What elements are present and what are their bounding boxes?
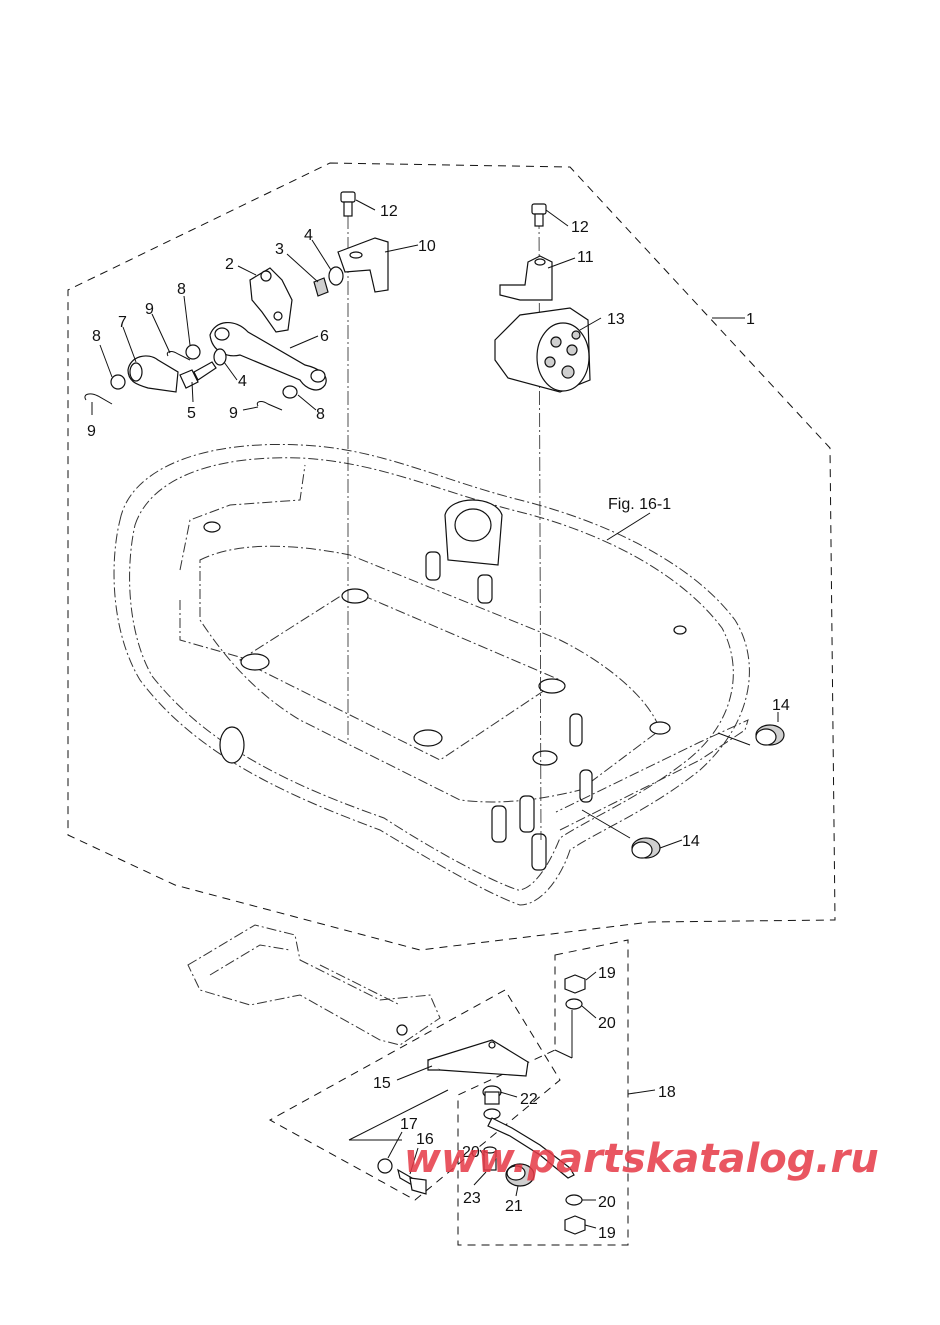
leader-lines: [91, 199, 779, 1229]
bushing-21: [505, 1163, 535, 1187]
bracket-10: [337, 237, 389, 293]
washer-20c: [565, 1194, 583, 1206]
callout-15: 15: [373, 1075, 391, 1092]
callout-23: 23: [463, 1190, 481, 1207]
figure-ref-leader: [606, 512, 651, 541]
link-rod-6: [209, 322, 327, 391]
washer-17: [377, 1158, 393, 1174]
callout-20a: 20: [598, 1015, 616, 1032]
bottom-cowling: [113, 443, 750, 906]
bracket-15: [427, 1039, 529, 1077]
washer-20a: [565, 998, 583, 1010]
figure-ref-label: Fig. 16-1: [608, 496, 671, 513]
callout-14a: 14: [772, 697, 790, 714]
washer-8c: [282, 385, 298, 399]
callout-4a: 4: [304, 227, 313, 244]
bolt-12a: [340, 191, 356, 217]
washer-4b: [213, 348, 227, 366]
callout-19a: 19: [598, 965, 616, 982]
callout-18: 18: [658, 1084, 676, 1101]
callout-22: 22: [520, 1091, 538, 1108]
callout-11: 11: [577, 249, 594, 266]
assembly-18-boundary: [457, 939, 629, 1246]
cotter-pin-9c: [256, 401, 283, 411]
callout-7: 7: [118, 314, 127, 331]
callout-4b: 4: [238, 373, 247, 390]
callout-9c: 9: [229, 405, 238, 422]
cotter-pin-9b: [166, 351, 191, 361]
callout-21: 21: [505, 1198, 523, 1215]
callout-14b: 14: [682, 833, 700, 850]
callout-13: 13: [607, 311, 625, 328]
callout-9b: 9: [87, 423, 96, 440]
grommet-22: [482, 1085, 502, 1105]
bracket-boundary: [268, 989, 561, 1201]
collar-3: [313, 277, 329, 297]
callout-8b: 8: [92, 328, 101, 345]
nut-19b: [564, 1215, 586, 1235]
callout-17: 17: [400, 1116, 418, 1133]
callout-8c: 8: [316, 406, 325, 423]
callout-10: 10: [418, 238, 436, 255]
callout-12b: 12: [571, 219, 589, 236]
callout-3: 3: [275, 241, 284, 258]
cotter-pin-9a: [84, 393, 113, 405]
grommet-14a: [755, 724, 785, 746]
washer-8b: [110, 374, 126, 390]
callouts: 1 2 3 4 4 5 6 7 8 8 8 9 9 9 10 11 12 12 …: [87, 203, 790, 1242]
centerline-12b: [538, 214, 542, 841]
bolt-23: [483, 1146, 497, 1171]
callout-6: 6: [320, 328, 329, 345]
washer-4a: [328, 266, 344, 286]
solenoid-13: [494, 307, 591, 393]
watermark-text: www.partskatalog.ru: [404, 1136, 879, 1182]
callout-12a: 12: [380, 203, 398, 220]
callout-2: 2: [225, 256, 234, 273]
ground-lead: [487, 1117, 575, 1179]
callout-1: 1: [746, 311, 755, 328]
callout-20c: 20: [598, 1194, 616, 1211]
callout-5: 5: [187, 405, 196, 422]
washer-8a: [185, 344, 201, 360]
callout-20b: 20: [462, 1144, 480, 1161]
bolt-16: [397, 1168, 427, 1195]
grommet-14b: [631, 837, 661, 859]
stern-bracket-ghost: [187, 924, 441, 1046]
callout-8a: 8: [177, 281, 186, 298]
nut-19a: [564, 974, 586, 994]
bracket-11: [499, 255, 553, 301]
bolt-12b: [531, 203, 547, 227]
callout-19b: 19: [598, 1225, 616, 1242]
callout-16: 16: [416, 1131, 434, 1148]
callout-9a: 9: [145, 301, 154, 318]
bolt-5: [179, 361, 217, 389]
